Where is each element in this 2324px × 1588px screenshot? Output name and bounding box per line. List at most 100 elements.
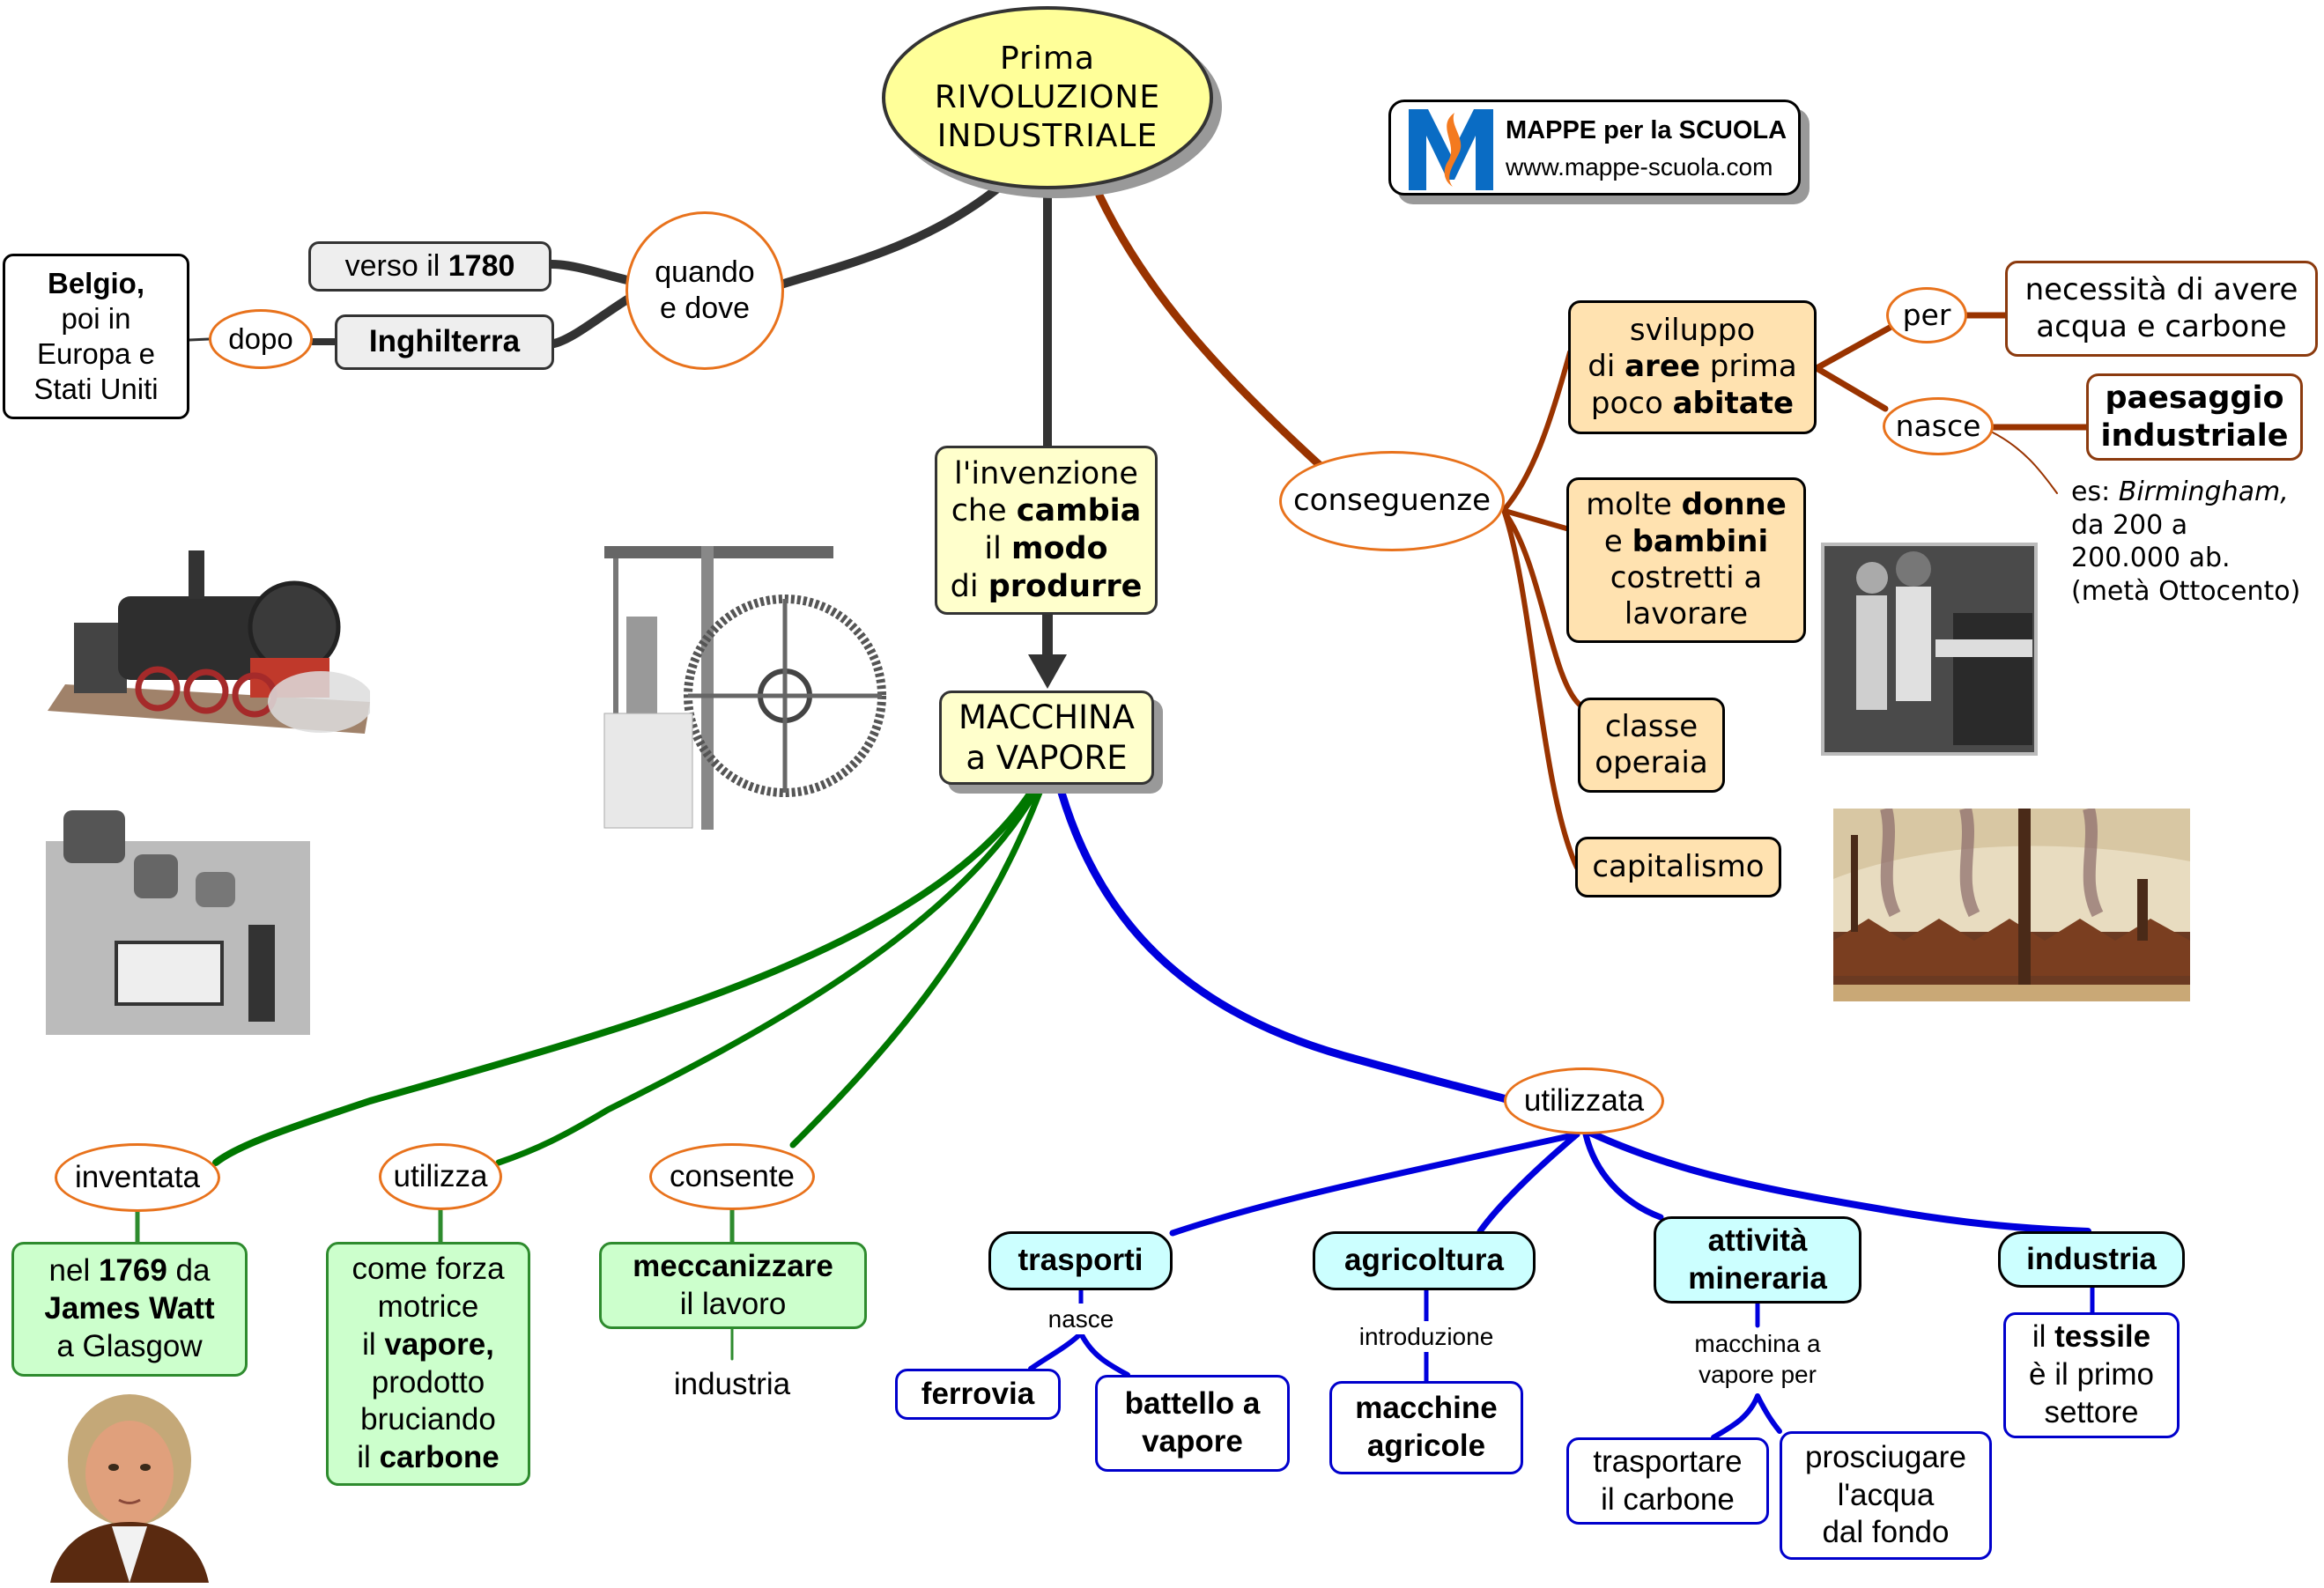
tessile-word: il <box>2032 1319 2055 1355</box>
sviluppo-word: di <box>1588 349 1625 385</box>
node-paesaggio-industriale[interactable]: paesaggio industriale <box>2086 373 2303 461</box>
linker-dopo-text: dopo <box>228 321 293 355</box>
node-sviluppo-aree[interactable]: sviluppo di aree prima poco abitate <box>1568 300 1817 434</box>
invenzione-word-bold: cambia <box>1016 493 1142 529</box>
label-industria: industria <box>644 1365 820 1404</box>
link-nasce-ferrovia <box>1028 1331 1084 1371</box>
main-topic-node[interactable]: Prima RIVOLUZIONE INDUSTRIALE <box>882 6 1213 189</box>
node-trasportare-carbone[interactable]: trasportare il carbone <box>1566 1437 1769 1525</box>
node-battello-text: battello a vapore <box>1124 1386 1261 1459</box>
node-battello-a-vapore[interactable]: battello a vapore <box>1095 1375 1290 1472</box>
link-cons-donne <box>1502 508 1569 531</box>
main-topic-line1: Prima <box>999 41 1095 78</box>
donne-word-bold: donne <box>1681 487 1787 523</box>
node-tessile[interactable]: il tessile è il primo settore <box>2003 1312 2180 1438</box>
mappe-logo-icon <box>1409 109 1493 190</box>
example-rest: da 200 a 200.000 ab. (metà Ottocento) <box>2071 509 2301 607</box>
link-nasce-example <box>1990 431 2058 494</box>
linker-utilizza[interactable]: utilizza <box>379 1143 502 1210</box>
link-macchina-utilizza <box>495 789 1039 1166</box>
node-classe-operaia[interactable]: classe operaia <box>1578 698 1725 793</box>
forza-word-bold: vapore, <box>384 1326 494 1362</box>
node-trasporti[interactable]: trasporti <box>988 1231 1173 1290</box>
link-sviluppo-per <box>1813 324 1893 372</box>
node-necessita-acqua-carbone[interactable]: necessità di avere acqua e carbone <box>2005 261 2318 357</box>
james-watt-portrait-image <box>41 1390 218 1583</box>
node-agricoltura-text: agricoltura <box>1344 1243 1504 1278</box>
node-inghilterra-text: Inghilterra <box>368 324 521 359</box>
node-prosciugare-acqua[interactable]: prosciugare l'acqua dal fondo <box>1780 1431 1992 1560</box>
sviluppo-word-bold: abitate <box>1672 385 1795 421</box>
link-per-trasportare <box>1711 1393 1760 1440</box>
node-trasporti-text: trasporti <box>1018 1243 1143 1278</box>
logo-title: MAPPE per la SCUOLA <box>1506 116 1787 144</box>
label-nasce: nasce <box>1028 1304 1134 1334</box>
child-labor-image <box>1821 543 2038 756</box>
node-invenzione[interactable]: l'invenzione che cambia il modo di produ… <box>935 446 1158 615</box>
donne-word-bold: bambini <box>1632 523 1769 559</box>
link-cons-classe <box>1502 510 1582 707</box>
industrial-landscape-image <box>1833 809 2190 1001</box>
donne-word: molte <box>1586 487 1682 523</box>
link-macchina-utilizzata <box>1057 788 1511 1104</box>
linker-per[interactable]: per <box>1886 287 1967 343</box>
node-inghilterra[interactable]: Inghilterra <box>335 314 554 370</box>
node-forza-motrice-vapore[interactable]: come forza motrice il vapore, prodotto b… <box>326 1242 530 1486</box>
node-macchine-text: macchine agricole <box>1355 1391 1498 1463</box>
linker-utilizza-text: utilizza <box>393 1158 488 1193</box>
node-trasportare-text: trasportare il carbone <box>1593 1444 1743 1517</box>
link-utilizzata-trasporti <box>1169 1131 1580 1237</box>
linker-nasce[interactable]: nasce <box>1883 397 1994 455</box>
node-macchina-text: MACCHINA a VAPORE <box>958 698 1135 777</box>
mecc-rest: il lavoro <box>679 1286 787 1321</box>
node-verso-1780-text: verso il 1780 <box>345 248 515 284</box>
forza-line: come forza motrice <box>352 1252 505 1325</box>
linker-consente[interactable]: consente <box>649 1143 815 1210</box>
node-necessita-text: necessità di avere acqua e carbone <box>2024 272 2298 344</box>
linker-quando-e-dove-text: quando e dove <box>655 255 755 325</box>
watt-word: nel <box>48 1253 99 1289</box>
node-donne-bambini[interactable]: molte donne e bambini costretti a lavora… <box>1566 477 1806 643</box>
logo-url[interactable]: www.mappe-scuola.com <box>1506 153 1773 181</box>
forza-word: il <box>362 1326 385 1362</box>
invenzione-word-bold: produrre <box>988 568 1143 604</box>
node-meccanizzare-lavoro[interactable]: meccanizzare il lavoro <box>599 1242 867 1329</box>
sviluppo-word-bold: aree <box>1625 349 1700 385</box>
link-utilizzata-mineraria <box>1582 1131 1664 1221</box>
linker-inventata[interactable]: inventata <box>55 1143 220 1212</box>
watt-steam-engine-image <box>596 511 886 830</box>
node-attivita-mineraria[interactable]: attività mineraria <box>1654 1216 1861 1304</box>
linker-consente-text: consente <box>669 1158 796 1193</box>
watt-name: James Watt <box>44 1291 215 1326</box>
node-mineraria-text: attività mineraria <box>1688 1222 1827 1296</box>
steam-locomotive-image <box>30 526 370 734</box>
node-macchine-agricole[interactable]: macchine agricole <box>1329 1381 1523 1474</box>
node-verso-1780[interactable]: verso il 1780 <box>308 241 551 292</box>
node-capitalismo-text: capitalismo <box>1592 848 1765 884</box>
linker-utilizzata-text: utilizzata <box>1523 1082 1645 1118</box>
linker-dopo[interactable]: dopo <box>209 309 313 369</box>
node-macchina-a-vapore[interactable]: MACCHINA a VAPORE <box>939 691 1154 785</box>
linker-utilizzata[interactable]: utilizzata <box>1504 1067 1664 1134</box>
linker-nasce-text: nasce <box>1895 408 1981 443</box>
label-introduzione: introduzione <box>1329 1321 1523 1352</box>
linker-quando-e-dove[interactable]: quando e dove <box>625 211 784 370</box>
node-1769-james-watt[interactable]: nel 1769 da James Watt a Glasgow <box>11 1242 248 1377</box>
link-main-conseguenze <box>1095 191 1326 471</box>
node-belgio[interactable]: Belgio, poi in Europa e Stati Uniti <box>3 254 189 419</box>
node-agricoltura[interactable]: agricoltura <box>1313 1231 1536 1290</box>
site-logo-badge[interactable]: MAPPE per la SCUOLA www.mappe-scuola.com <box>1388 100 1801 196</box>
node-capitalismo[interactable]: capitalismo <box>1575 837 1781 897</box>
node-ferrovia[interactable]: ferrovia <box>895 1369 1061 1420</box>
sviluppo-word: poco <box>1590 385 1673 421</box>
forza-line: prodotto bruciando <box>360 1364 496 1437</box>
invenzione-word: che <box>951 493 1017 529</box>
link-quando-inghilterra <box>550 295 632 348</box>
watt-word: da <box>167 1253 211 1289</box>
node-industria[interactable]: industria <box>1998 1231 2185 1288</box>
link-utilizzata-industria <box>1587 1129 2091 1235</box>
linker-conseguenze[interactable]: conseguenze <box>1279 451 1505 551</box>
link-quando-1780 <box>547 260 632 284</box>
main-topic-line3: INDUSTRIALE <box>936 117 1158 154</box>
node-industria-text: industria <box>2026 1241 2157 1276</box>
